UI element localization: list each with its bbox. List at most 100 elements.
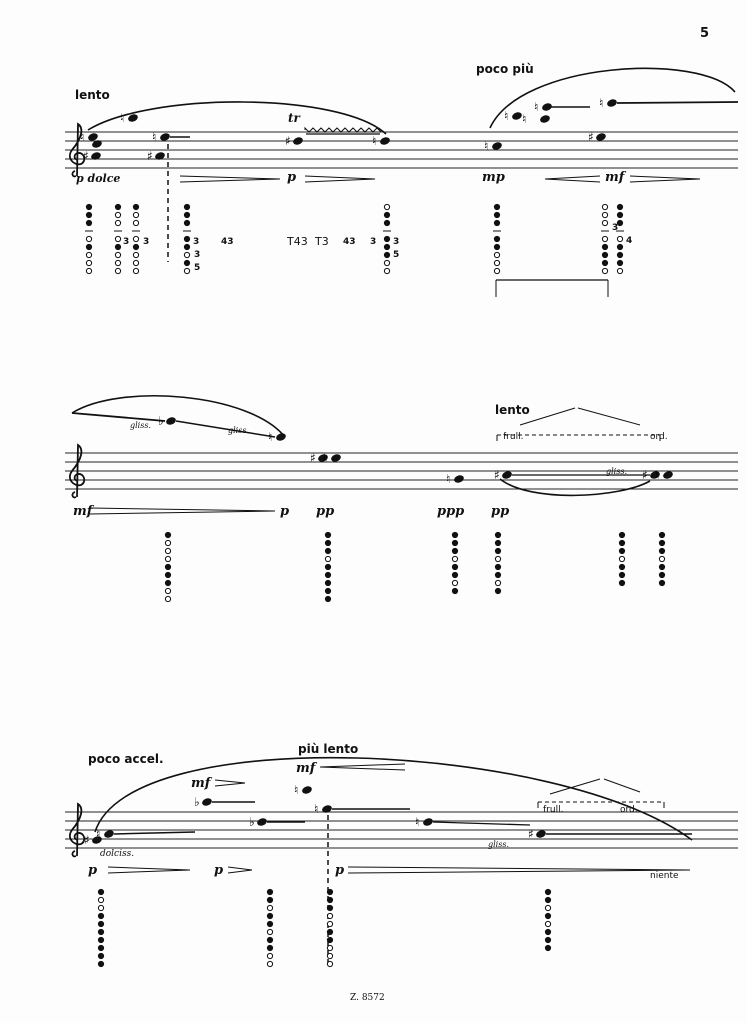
- line-mark: [319, 763, 406, 768]
- open-hole: [85, 235, 93, 243]
- line-mark: [432, 821, 531, 826]
- closed-hole: [544, 896, 552, 904]
- closed-hole: [616, 259, 624, 267]
- trill-wavy-line: [304, 126, 382, 133]
- slur: [499, 478, 651, 497]
- closed-hole: [544, 888, 552, 896]
- notehead: [155, 152, 165, 160]
- line-mark: [179, 175, 281, 180]
- closed-hole: [658, 571, 666, 579]
- dynamic-mf: mf: [605, 170, 625, 185]
- dynamic-p-dolce: p dolce: [76, 172, 121, 185]
- accidental: ♮: [314, 802, 318, 816]
- gliss-label: gliss.: [130, 421, 151, 430]
- accidental: ♮: [268, 430, 272, 444]
- closed-hole: [451, 547, 459, 555]
- page-number: 5: [700, 26, 710, 41]
- closed-hole: [493, 235, 501, 243]
- open-hole: [164, 587, 172, 595]
- notehead: [88, 133, 98, 141]
- closed-hole: [544, 936, 552, 944]
- closed-hole: [658, 547, 666, 555]
- closed-hole: [383, 251, 391, 259]
- line-mark: [107, 869, 191, 874]
- closed-hole: [164, 571, 172, 579]
- accidental: ♮: [599, 96, 603, 110]
- accidental: ♯: [494, 468, 500, 482]
- line-mark: [214, 782, 246, 787]
- closed-hole: [493, 211, 501, 219]
- closed-hole: [85, 211, 93, 219]
- closed-hole: [97, 960, 105, 968]
- open-hole: [164, 595, 172, 603]
- fingering-label: 43: [343, 237, 356, 247]
- dynamic-pp: pp: [316, 504, 335, 519]
- plate-number: Z. 8572: [350, 993, 385, 1003]
- open-hole: [324, 555, 332, 563]
- notehead: [128, 114, 138, 122]
- closed-hole: [616, 211, 624, 219]
- tempo-poco-piu: poco più: [476, 62, 534, 76]
- accidental: ♮: [152, 130, 156, 144]
- notehead: [502, 471, 512, 479]
- trill-mark: tr: [288, 111, 300, 125]
- open-hole: [451, 555, 459, 563]
- dynamic-pp: pp: [491, 504, 510, 519]
- notehead: [540, 115, 550, 123]
- line-mark: [616, 101, 739, 104]
- closed-hole: [616, 203, 624, 211]
- open-hole: [326, 920, 334, 928]
- open-hole: [326, 952, 334, 960]
- closed-hole: [383, 235, 391, 243]
- dynamic-p: p: [214, 863, 224, 878]
- closed-hole: [164, 531, 172, 539]
- closed-hole: [324, 563, 332, 571]
- slur: [71, 395, 286, 438]
- fingering-label: 3: [393, 237, 400, 247]
- closed-hole: [451, 587, 459, 595]
- line-mark: [227, 869, 253, 874]
- closed-hole: [324, 579, 332, 587]
- open-hole: [114, 235, 122, 243]
- closed-hole: [97, 920, 105, 928]
- closed-hole: [494, 563, 502, 571]
- slur: [94, 756, 693, 841]
- ord-label: ord.: [650, 432, 668, 442]
- closed-hole: [383, 211, 391, 219]
- accidental: ♯: [528, 827, 534, 841]
- closed-hole: [618, 539, 626, 547]
- open-hole: [601, 211, 609, 219]
- closed-hole: [618, 579, 626, 587]
- closed-hole: [183, 219, 191, 227]
- closed-hole: [266, 920, 274, 928]
- closed-hole: [85, 243, 93, 251]
- open-hole: [114, 267, 122, 275]
- closed-hole: [164, 563, 172, 571]
- accidental: ♮: [323, 451, 327, 465]
- closed-hole: [451, 539, 459, 547]
- closed-hole: [97, 912, 105, 920]
- accidental: ♮: [484, 139, 488, 153]
- notehead: [91, 152, 101, 160]
- line-mark: [549, 778, 601, 795]
- fingering-label: 5: [393, 250, 400, 260]
- open-hole: [114, 259, 122, 267]
- line-mark: [544, 178, 601, 183]
- closed-hole: [97, 952, 105, 960]
- closed-hole: [618, 547, 626, 555]
- closed-hole: [326, 888, 334, 896]
- open-hole: [326, 912, 334, 920]
- open-hole: [618, 555, 626, 563]
- accidental: ♮: [534, 100, 538, 114]
- open-hole: [601, 203, 609, 211]
- fingering-label: 3: [123, 237, 130, 247]
- gliss-label: gliss.: [606, 467, 627, 476]
- closed-hole: [658, 579, 666, 587]
- notehead: [650, 471, 660, 479]
- accidental: ♯: [588, 130, 594, 144]
- notehead: [607, 99, 617, 107]
- closed-hole: [324, 587, 332, 595]
- open-hole: [85, 267, 93, 275]
- frull-label: frull.: [503, 432, 524, 442]
- accidental: ♯: [310, 451, 316, 465]
